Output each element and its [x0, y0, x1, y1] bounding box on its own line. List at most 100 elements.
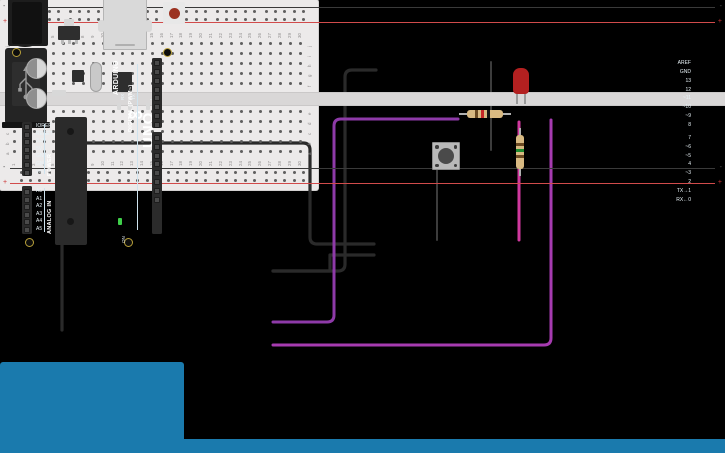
breadboard-hole[interactable]: [288, 140, 292, 143]
breadboard-hole[interactable]: [52, 130, 56, 133]
breadboard-hole[interactable]: [278, 72, 282, 75]
breadboard-hole[interactable]: [141, 150, 145, 153]
breadboard-hole[interactable]: [101, 140, 105, 143]
breadboard-hole[interactable]: [180, 150, 184, 153]
breadboard-hole[interactable]: [278, 62, 282, 65]
breadboard-hole[interactable]: [101, 120, 105, 123]
breadboard-hole[interactable]: [269, 62, 273, 65]
breadboard-hole[interactable]: [160, 120, 164, 123]
breadboard-hole[interactable]: [249, 130, 253, 133]
breadboard-hole[interactable]: [278, 130, 282, 133]
power-rail-hole[interactable]: [154, 18, 158, 21]
power-rail-hole[interactable]: [78, 10, 82, 13]
power-rail-hole[interactable]: [118, 171, 121, 174]
breadboard-hole[interactable]: [210, 52, 213, 55]
breadboard-hole[interactable]: [52, 72, 56, 75]
breadboard-hole[interactable]: [150, 130, 154, 133]
breadboard-hole[interactable]: [101, 150, 105, 153]
power-rail-hole[interactable]: [225, 179, 229, 182]
breadboard-hole[interactable]: [229, 62, 233, 65]
power-rail-hole[interactable]: [145, 10, 149, 13]
power-rail-hole[interactable]: [292, 179, 296, 182]
power-rail-hole[interactable]: [301, 179, 305, 182]
breadboard-hole[interactable]: [131, 62, 135, 65]
breadboard-hole[interactable]: [219, 110, 223, 113]
breadboard-hole[interactable]: [180, 120, 184, 123]
breadboard-hole[interactable]: [239, 52, 243, 55]
power-rail-hole[interactable]: [56, 10, 60, 13]
breadboard-hole[interactable]: [259, 120, 263, 123]
breadboard-hole[interactable]: [141, 52, 145, 55]
breadboard-hole[interactable]: [210, 120, 213, 123]
breadboard-hole[interactable]: [298, 82, 302, 85]
pin-socket-power-ioref[interactable]: [24, 124, 30, 130]
power-rail-hole[interactable]: [225, 18, 229, 21]
breadboard-hole[interactable]: [200, 52, 204, 55]
breadboard-hole[interactable]: [52, 120, 56, 123]
power-rail-hole[interactable]: [87, 179, 91, 182]
breadboard-hole[interactable]: [131, 52, 135, 55]
breadboard-hole[interactable]: [249, 120, 253, 123]
power-rail-hole[interactable]: [274, 10, 278, 13]
breadboard-hole[interactable]: [62, 110, 66, 113]
breadboard-hole[interactable]: [170, 62, 174, 65]
breadboard-hole[interactable]: [121, 140, 125, 143]
power-rail-hole[interactable]: [96, 179, 100, 182]
power-rail-hole[interactable]: [301, 18, 305, 21]
power-rail-hole[interactable]: [87, 171, 91, 174]
power-rail-hole[interactable]: [203, 18, 207, 21]
breadboard-hole[interactable]: [190, 130, 194, 133]
breadboard-hole[interactable]: [210, 62, 213, 65]
breadboard-hole[interactable]: [141, 72, 145, 75]
power-rail-hole[interactable]: [185, 171, 189, 174]
breadboard-hole[interactable]: [210, 150, 213, 153]
power-rail-hole[interactable]: [216, 179, 219, 182]
pushbutton[interactable]: [432, 142, 460, 170]
power-rail-hole[interactable]: [127, 171, 131, 174]
power-rail-hole[interactable]: [145, 18, 149, 21]
power-rail-hole[interactable]: [301, 171, 305, 174]
breadboard-hole[interactable]: [288, 130, 292, 133]
breadboard-hole[interactable]: [52, 150, 56, 153]
breadboard-hole[interactable]: [229, 130, 233, 133]
breadboard-hole[interactable]: [121, 52, 125, 55]
pin-socket-digital-rx0[interactable]: [154, 196, 160, 203]
breadboard-hole[interactable]: [121, 62, 125, 65]
pin-socket-power-33v[interactable]: [24, 139, 30, 146]
breadboard-hole[interactable]: [150, 42, 154, 45]
pin-socket-power-5v[interactable]: [24, 146, 30, 153]
breadboard-hole[interactable]: [141, 82, 145, 85]
breadboard-hole[interactable]: [219, 52, 223, 55]
breadboard-hole[interactable]: [288, 82, 292, 85]
power-rail-hole[interactable]: [185, 179, 189, 182]
pin-socket-digital-3[interactable]: [154, 170, 160, 177]
power-rail-hole[interactable]: [167, 171, 170, 174]
breadboard-hole[interactable]: [259, 130, 263, 133]
power-rail-hole[interactable]: [194, 179, 198, 182]
breadboard-hole[interactable]: [160, 130, 164, 133]
power-rail-hole[interactable]: [29, 179, 33, 182]
breadboard-hole[interactable]: [111, 110, 115, 113]
pin-socket-analog-a3[interactable]: [24, 211, 30, 218]
power-rail-hole[interactable]: [47, 179, 51, 182]
power-rail-hole[interactable]: [225, 10, 229, 13]
breadboard-hole[interactable]: [219, 150, 223, 153]
breadboard-hole[interactable]: [111, 52, 115, 55]
breadboard-hole[interactable]: [91, 130, 95, 133]
pin-socket-power-gnd[interactable]: [24, 162, 30, 168]
breadboard-hole[interactable]: [210, 72, 213, 75]
breadboard-hole[interactable]: [131, 140, 135, 143]
breadboard-hole[interactable]: [101, 82, 105, 85]
breadboard-hole[interactable]: [52, 140, 56, 143]
power-rail-hole[interactable]: [78, 18, 82, 21]
breadboard-hole[interactable]: [121, 120, 125, 123]
power-rail-hole[interactable]: [47, 171, 51, 174]
power-rail-hole[interactable]: [225, 171, 229, 174]
breadboard-hole[interactable]: [72, 52, 76, 55]
power-rail-hole[interactable]: [20, 171, 23, 174]
breadboard-hole[interactable]: [170, 130, 174, 133]
breadboard-hole[interactable]: [141, 130, 145, 133]
breadboard-hole[interactable]: [288, 110, 292, 113]
breadboard-hole[interactable]: [190, 120, 194, 123]
pin-socket-digital-gnd[interactable]: [154, 68, 160, 75]
